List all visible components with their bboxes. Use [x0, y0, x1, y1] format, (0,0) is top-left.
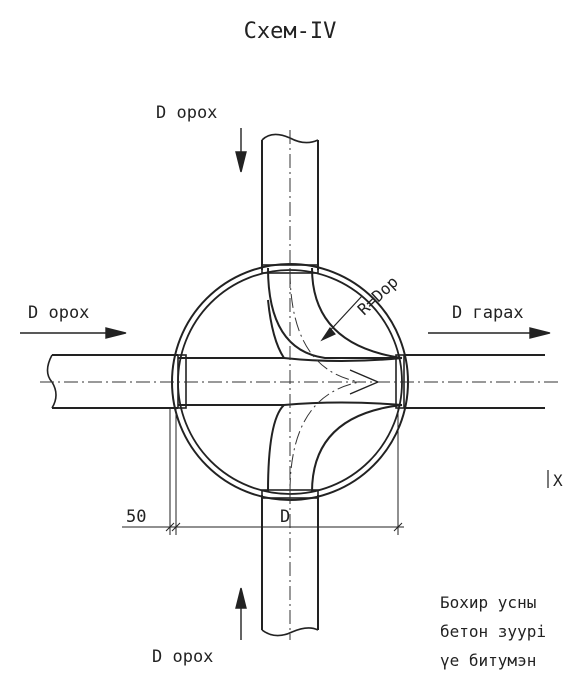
right-flow-arrow — [428, 327, 551, 339]
center-flow-arrow — [349, 369, 379, 395]
bottom-inlet-pipe — [261, 495, 319, 637]
top-flow-arrow — [235, 128, 247, 173]
centerlines — [40, 130, 560, 640]
label-dim-offset: 50 — [126, 507, 146, 527]
note-line-3: үе битумэн — [440, 651, 536, 670]
bottom-flow-arrow — [235, 587, 247, 640]
flow-channels — [178, 267, 403, 493]
label-cut-mark: Х — [553, 471, 563, 490]
note-line-1: Бохир усны — [440, 593, 536, 612]
left-flow-arrow — [20, 327, 127, 339]
label-inlet-bottom: D орох — [152, 647, 213, 667]
label-outlet-right: D гарах — [452, 303, 524, 323]
right-outlet-pipe — [404, 354, 545, 409]
note-block: Бохир усны бетон зуурі үе битумэн — [440, 593, 546, 670]
note-line-2: бетон зуурі — [440, 622, 546, 641]
label-inlet-left: D орох — [28, 303, 89, 323]
label-dim-diameter: D — [280, 507, 290, 527]
label-inlet-top: D орох — [156, 103, 217, 123]
dimension-lines — [122, 408, 404, 535]
diagram-title: Схем-IV — [244, 19, 337, 44]
radius-leader — [320, 295, 363, 342]
